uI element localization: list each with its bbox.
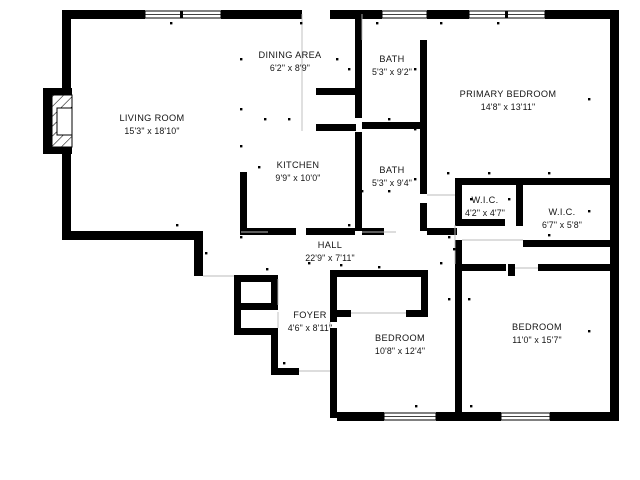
door-openings (203, 14, 538, 372)
window-top-primary (468, 10, 546, 19)
window-bottom-bedroom-corner (500, 412, 551, 421)
window-bottom-bedroom-front (383, 412, 437, 421)
window-top-living (144, 10, 222, 19)
interior-walls (234, 10, 610, 418)
door-tick-marks (170, 22, 591, 408)
window-top-bath (381, 10, 428, 19)
fireplace-icon (43, 88, 73, 154)
